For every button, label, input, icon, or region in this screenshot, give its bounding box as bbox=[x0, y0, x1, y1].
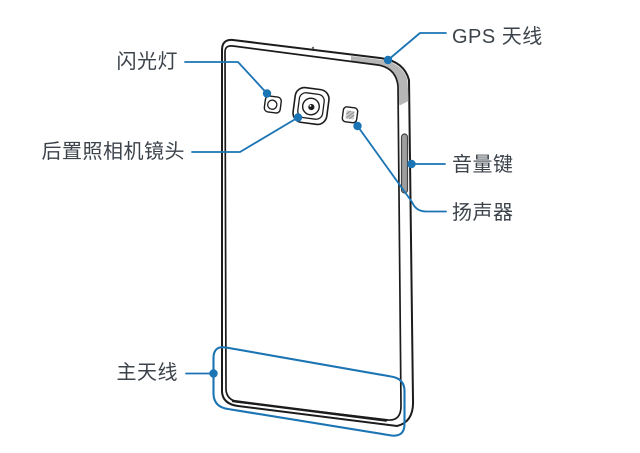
rear-camera bbox=[292, 86, 330, 126]
callout-dot-speaker bbox=[353, 121, 362, 131]
callout-dot-volume-key bbox=[407, 159, 416, 169]
label-gps-antenna: GPS 天线 bbox=[452, 25, 543, 48]
callout-line-speaker bbox=[356, 125, 447, 213]
callout-dot-rear-camera bbox=[293, 113, 303, 122]
flash-led-bulb bbox=[267, 99, 278, 110]
callout-line-gps-antenna bbox=[387, 32, 447, 61]
top-mic-hole bbox=[311, 46, 315, 50]
camera-lens-highlight bbox=[309, 104, 312, 107]
label-main-antenna: 主天线 bbox=[117, 361, 179, 384]
speaker-grille bbox=[341, 106, 359, 124]
callout-dots bbox=[209, 55, 416, 378]
label-rear-camera: 后置照相机镜头 bbox=[42, 140, 186, 163]
gps-antenna-region bbox=[351, 56, 409, 106]
label-volume-key: 音量键 bbox=[452, 153, 514, 176]
phone-bottom-edge bbox=[231, 399, 388, 422]
callout-dot-gps-antenna bbox=[383, 55, 393, 65]
label-speaker: 扬声器 bbox=[452, 201, 514, 224]
callout-line-flash bbox=[184, 61, 268, 95]
phone-illustration bbox=[221, 38, 415, 428]
label-flash: 闪光灯 bbox=[117, 50, 179, 73]
callout-dot-main-antenna bbox=[209, 369, 218, 378]
volume-key bbox=[400, 133, 409, 194]
main-antenna-region bbox=[212, 346, 406, 437]
callout-lines bbox=[184, 32, 447, 437]
flash-led bbox=[263, 95, 282, 114]
callout-line-rear-camera bbox=[191, 116, 299, 153]
callout-dot-flash bbox=[262, 89, 272, 98]
speaker-mesh-hatch bbox=[346, 110, 355, 120]
labels: 闪光灯 后置照相机镜头 GPS 天线 音量键 扬声器 主天线 bbox=[42, 25, 543, 384]
